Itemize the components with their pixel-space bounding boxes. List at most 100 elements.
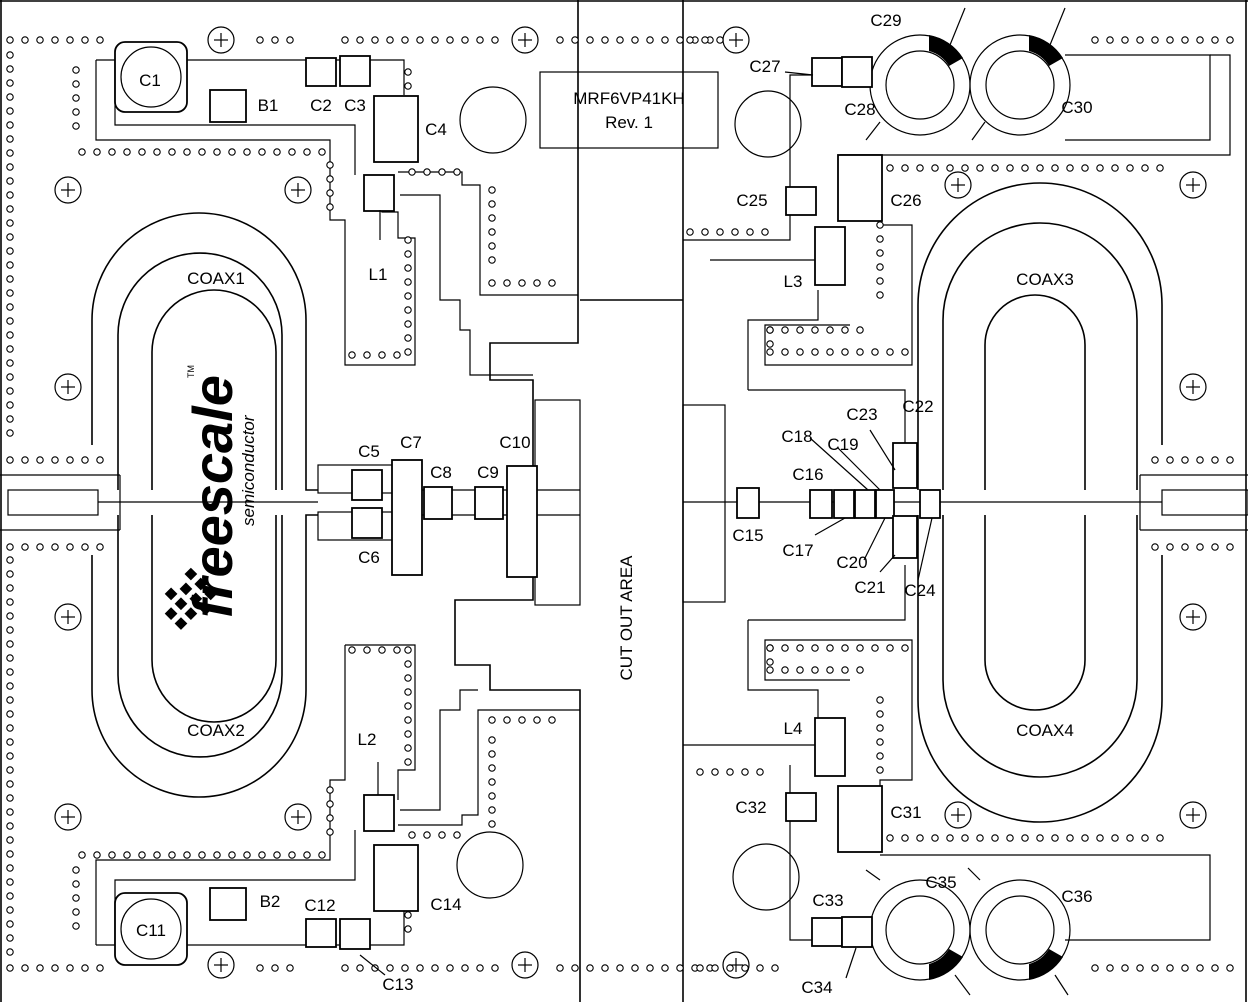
inductor-l3-body bbox=[814, 226, 846, 286]
via bbox=[453, 831, 461, 839]
via bbox=[6, 36, 14, 44]
via bbox=[6, 543, 14, 551]
via bbox=[228, 148, 236, 156]
via bbox=[876, 263, 884, 271]
via bbox=[841, 326, 849, 334]
via bbox=[446, 964, 454, 972]
inductor-l2-body bbox=[363, 794, 395, 832]
capacitor-c7-body bbox=[391, 459, 423, 576]
via bbox=[488, 792, 496, 800]
via bbox=[416, 964, 424, 972]
via bbox=[876, 235, 884, 243]
via bbox=[876, 724, 884, 732]
via bbox=[6, 373, 14, 381]
via bbox=[356, 964, 364, 972]
via bbox=[404, 660, 412, 668]
via bbox=[404, 334, 412, 342]
label-l1: L1 bbox=[369, 265, 388, 284]
capacitor-c21-body bbox=[892, 515, 918, 559]
via bbox=[901, 164, 909, 172]
label-l4: L4 bbox=[784, 719, 803, 738]
via bbox=[841, 666, 849, 674]
via bbox=[1121, 36, 1129, 44]
via bbox=[1006, 164, 1014, 172]
capacitor-c5-body bbox=[351, 469, 383, 501]
via bbox=[1126, 164, 1134, 172]
via bbox=[72, 80, 80, 88]
mounting-hole bbox=[54, 373, 82, 401]
via bbox=[303, 148, 311, 156]
mounting-hole bbox=[1179, 171, 1207, 199]
via bbox=[711, 964, 719, 972]
mounting-hole bbox=[54, 603, 82, 631]
via bbox=[488, 279, 496, 287]
capacitor-c26-body bbox=[837, 154, 883, 222]
via bbox=[1121, 964, 1129, 972]
via bbox=[36, 456, 44, 464]
via bbox=[616, 36, 624, 44]
ferrite-b1-body bbox=[209, 89, 247, 123]
via bbox=[1226, 456, 1234, 464]
via bbox=[476, 36, 484, 44]
via bbox=[51, 456, 59, 464]
via bbox=[386, 964, 394, 972]
via bbox=[256, 964, 264, 972]
capacitor-c10-body bbox=[506, 465, 538, 578]
via bbox=[876, 291, 884, 299]
label-c24: C24 bbox=[904, 581, 935, 600]
via bbox=[6, 345, 14, 353]
via bbox=[1181, 964, 1189, 972]
capacitor-c14-body bbox=[373, 844, 419, 912]
capacitor-c27-body bbox=[811, 57, 843, 87]
via bbox=[6, 331, 14, 339]
label-c22: C22 bbox=[902, 397, 933, 416]
via bbox=[356, 36, 364, 44]
via bbox=[66, 36, 74, 44]
via bbox=[6, 878, 14, 886]
via bbox=[318, 148, 326, 156]
via bbox=[78, 148, 86, 156]
via bbox=[761, 228, 769, 236]
via bbox=[378, 646, 386, 654]
mounting-hole bbox=[1179, 373, 1207, 401]
via bbox=[286, 964, 294, 972]
tooling-holes bbox=[456, 86, 802, 911]
via bbox=[404, 758, 412, 766]
via bbox=[488, 764, 496, 772]
title-line-1: MRF6VP41KH bbox=[573, 89, 684, 108]
capacitor-c4-body bbox=[373, 95, 419, 163]
via bbox=[601, 964, 609, 972]
via bbox=[961, 164, 969, 172]
via bbox=[6, 808, 14, 816]
via bbox=[6, 668, 14, 676]
via bbox=[766, 658, 774, 666]
via bbox=[96, 543, 104, 551]
via bbox=[6, 752, 14, 760]
via bbox=[946, 834, 954, 842]
via bbox=[326, 161, 334, 169]
label-c11: C11 bbox=[136, 921, 166, 940]
label-c27: C27 bbox=[749, 57, 780, 76]
capacitor-c33-body bbox=[811, 917, 843, 947]
via bbox=[96, 964, 104, 972]
via bbox=[1096, 834, 1104, 842]
via bbox=[273, 851, 281, 859]
via bbox=[1226, 543, 1234, 551]
via bbox=[488, 716, 496, 724]
label-c20: C20 bbox=[836, 553, 867, 572]
via bbox=[1211, 456, 1219, 464]
via bbox=[183, 851, 191, 859]
label-c34: C34 bbox=[801, 978, 832, 997]
via bbox=[503, 279, 511, 287]
via bbox=[781, 326, 789, 334]
via bbox=[876, 766, 884, 774]
via bbox=[1081, 834, 1089, 842]
via bbox=[6, 121, 14, 129]
label-l2: L2 bbox=[358, 730, 377, 749]
label-b1: B1 bbox=[258, 96, 279, 115]
capacitor-c2-body bbox=[305, 57, 337, 87]
via bbox=[488, 736, 496, 744]
via bbox=[503, 716, 511, 724]
via bbox=[841, 348, 849, 356]
via bbox=[901, 348, 909, 356]
